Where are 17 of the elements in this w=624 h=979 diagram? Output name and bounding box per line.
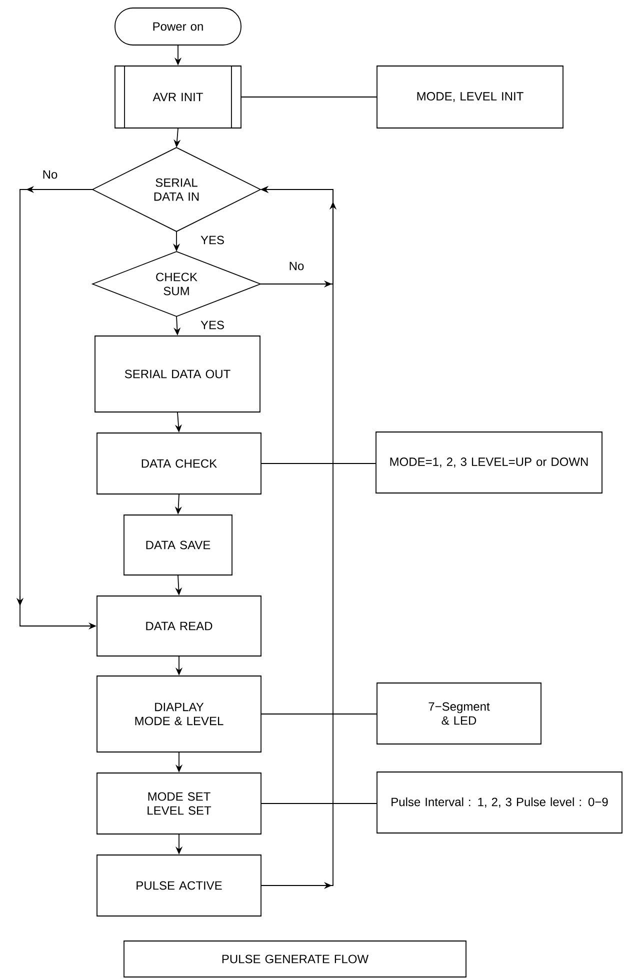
process-box: MODE=1, 2, 3 LEVEL=UP or DOWN bbox=[376, 432, 602, 494]
edge-label: YES bbox=[200, 320, 226, 330]
process-box: 7−Segment & LED bbox=[376, 682, 542, 744]
process-box: DATA CHECK bbox=[96, 432, 262, 494]
subroutine-box: AVR INIT bbox=[114, 65, 242, 129]
edge-label: YES bbox=[200, 234, 226, 246]
process-box: SERIAL DATA OUT bbox=[94, 336, 260, 412]
process-box: Pulse Interval : 1, 2, 3 Pulse level : 0−9 bbox=[376, 772, 622, 834]
process-box: MODE, LEVEL INIT bbox=[376, 66, 564, 128]
process-box: DIAPLAY MODE & LEVEL bbox=[96, 676, 262, 752]
process-box: DATA READ bbox=[96, 596, 262, 656]
edge-label: No bbox=[41, 169, 59, 180]
process-box: DATA SAVE bbox=[124, 514, 232, 576]
process-box: MODE SET LEVEL SET bbox=[96, 772, 262, 834]
process-box: PULSE ACTIVE bbox=[96, 854, 262, 916]
title-box: PULSE GENERATE FLOW bbox=[124, 940, 466, 978]
edge-label: No bbox=[288, 260, 306, 272]
